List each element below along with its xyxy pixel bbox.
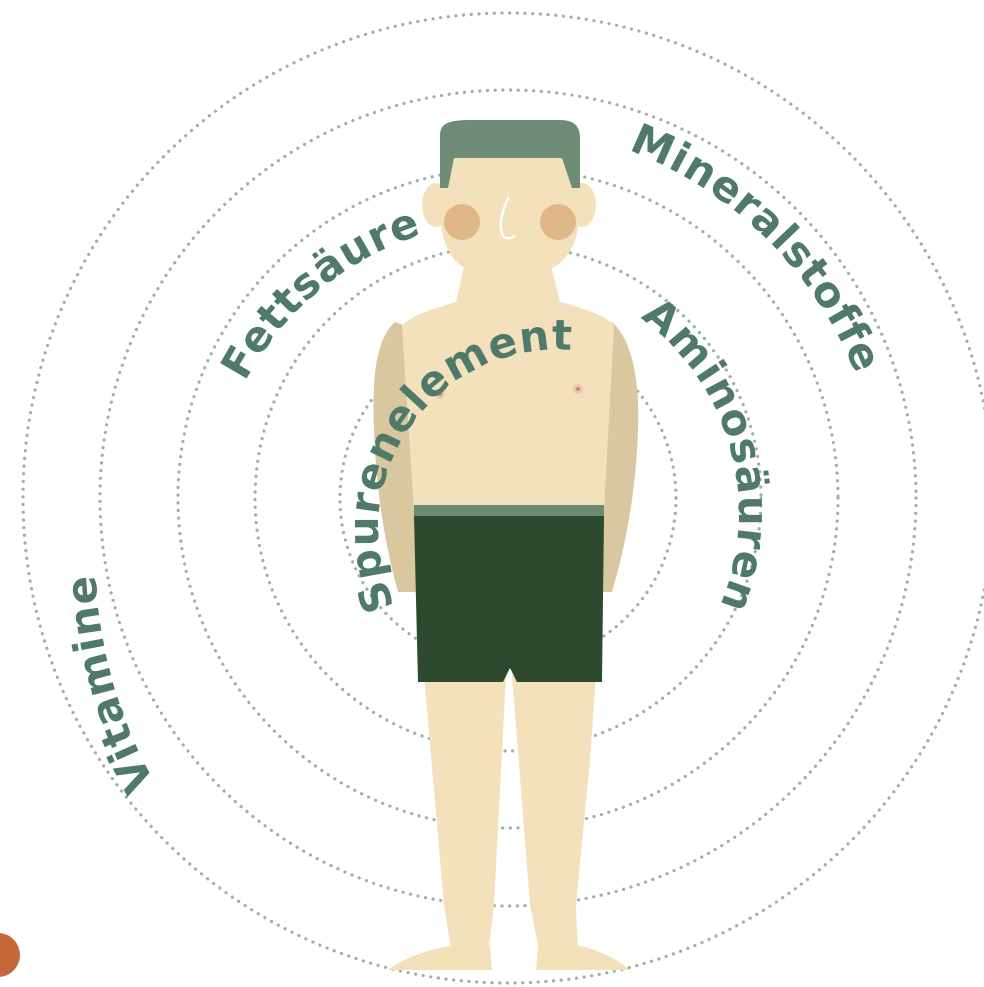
torso xyxy=(402,262,614,512)
nose xyxy=(499,196,516,240)
ring-3 xyxy=(253,243,763,753)
label-fettsaeuren: Fettsäuren xyxy=(0,0,426,387)
ring-6 xyxy=(21,11,984,985)
orange-dot-icon xyxy=(0,933,20,977)
left-foot xyxy=(388,946,492,970)
label-vitamine: Vitamine xyxy=(56,573,163,801)
left-leg xyxy=(424,675,506,955)
label-aminosaeuren: Aminosäuren xyxy=(634,288,778,620)
ring-2 xyxy=(338,328,678,668)
nipple-left-center xyxy=(438,392,442,396)
right-foot xyxy=(536,946,630,970)
human-figure-icon xyxy=(373,120,639,970)
cheek-left xyxy=(444,204,480,240)
nipple-right-center xyxy=(576,387,580,391)
hair xyxy=(440,120,580,188)
right-leg xyxy=(512,675,596,955)
ear-right xyxy=(568,183,596,227)
left-arm xyxy=(373,322,416,592)
shorts xyxy=(414,516,604,682)
head xyxy=(440,145,580,272)
ear-left xyxy=(422,183,450,227)
ring-5 xyxy=(98,88,918,908)
shorts-waistband xyxy=(414,505,604,517)
cheek-right xyxy=(540,204,576,240)
